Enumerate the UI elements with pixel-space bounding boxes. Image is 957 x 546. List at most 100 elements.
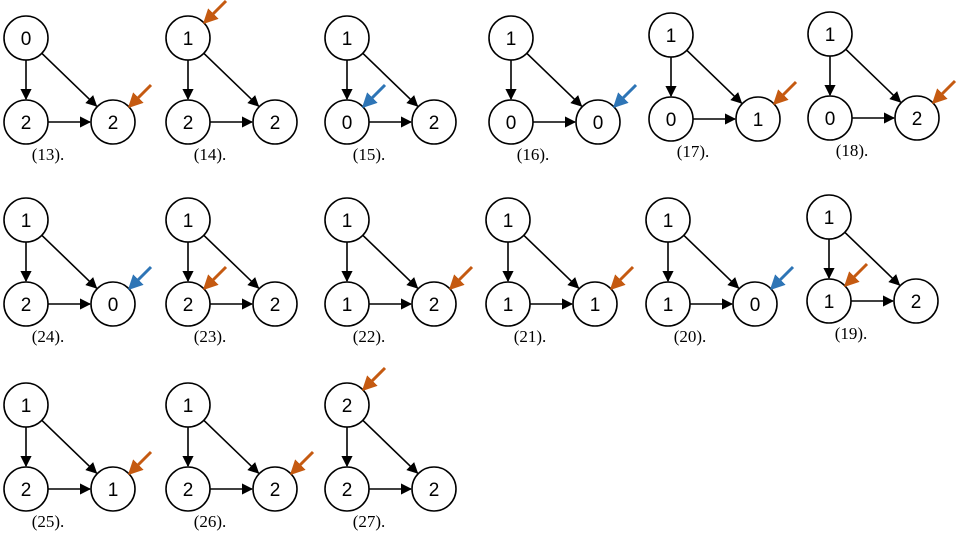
edge-top-to-right	[526, 52, 583, 107]
node-top	[3, 382, 49, 428]
node-right-label: 2	[270, 113, 281, 134]
edge-top-to-right	[41, 419, 98, 474]
node-left	[165, 99, 211, 145]
node-right	[411, 281, 457, 327]
node-top	[488, 15, 534, 61]
diagram-caption: (17).	[677, 142, 710, 161]
node-right-label: 0	[108, 295, 119, 316]
node-left	[485, 281, 531, 327]
node-left-label: 2	[21, 480, 32, 501]
diagram-caption: (23).	[194, 327, 227, 346]
node-left	[488, 99, 534, 145]
node-left-label: 1	[824, 292, 835, 313]
blue-marker-arrow-icon	[127, 265, 153, 291]
node-left	[324, 99, 370, 145]
node-right	[90, 466, 136, 512]
diagram-caption: (13).	[32, 145, 65, 164]
node-top-label: 1	[503, 211, 514, 232]
node-right-label: 1	[753, 110, 764, 131]
node-left	[165, 466, 211, 512]
node-right-label: 1	[108, 480, 119, 501]
node-top	[648, 12, 694, 58]
node-top	[806, 194, 852, 240]
node-top-label: 1	[183, 211, 194, 232]
edge-top-to-right	[683, 234, 740, 289]
node-left	[3, 99, 49, 145]
diagram-caption: (22).	[353, 327, 386, 346]
orange-marker-arrow-icon	[127, 450, 153, 476]
node-left-label: 1	[342, 295, 353, 316]
node-top	[324, 197, 370, 243]
node-right	[735, 96, 781, 142]
node-left-label: 2	[183, 295, 194, 316]
node-left-label: 2	[183, 480, 194, 501]
orange-marker-arrow-icon	[202, 265, 228, 291]
node-top	[324, 382, 370, 428]
node-left-label: 2	[21, 295, 32, 316]
node-top-label: 0	[21, 29, 32, 50]
node-left-label: 2	[21, 113, 32, 134]
edge-top-to-right	[845, 48, 902, 103]
diagram-caption: (19).	[835, 324, 868, 343]
edge-top-to-right	[844, 231, 901, 286]
node-right-label: 2	[911, 292, 922, 313]
node-left	[807, 95, 853, 141]
node-top-label: 1	[825, 25, 836, 46]
node-left-label: 2	[183, 113, 194, 134]
edge-top-to-right	[41, 234, 98, 289]
diagram-caption: (27).	[353, 512, 386, 531]
node-left-label: 0	[825, 109, 836, 130]
node-right	[90, 99, 136, 145]
node-left	[324, 281, 370, 327]
node-top	[485, 197, 531, 243]
node-right	[575, 99, 621, 145]
node-top-label: 1	[21, 396, 32, 417]
edge-top-to-right	[362, 234, 419, 289]
orange-marker-arrow-icon	[127, 83, 153, 109]
node-right	[252, 466, 298, 512]
node-top-label: 1	[183, 396, 194, 417]
node-right-label: 2	[108, 113, 119, 134]
node-right-label: 2	[429, 295, 440, 316]
node-top-label: 1	[342, 29, 353, 50]
edge-top-to-right	[362, 52, 419, 107]
node-top-label: 1	[183, 29, 194, 50]
edge-top-to-right	[686, 49, 743, 104]
node-right-label: 2	[912, 109, 923, 130]
node-left	[165, 281, 211, 327]
node-right	[572, 281, 618, 327]
diagram-caption: (16).	[517, 145, 550, 164]
node-top-label: 1	[21, 211, 32, 232]
node-top	[324, 15, 370, 61]
node-left-label: 1	[503, 295, 514, 316]
node-right	[411, 99, 457, 145]
edge-top-to-right	[41, 52, 98, 107]
node-right	[90, 281, 136, 327]
node-left-label: 1	[663, 295, 674, 316]
orange-marker-arrow-icon	[448, 265, 474, 291]
node-left-label: 0	[506, 113, 517, 134]
graph-diagram: 1 0 2 (18).	[807, 11, 957, 160]
node-top	[165, 382, 211, 428]
node-top	[3, 15, 49, 61]
blue-marker-arrow-icon	[361, 83, 387, 109]
node-top	[3, 197, 49, 243]
orange-marker-arrow-icon	[609, 265, 635, 291]
node-left-label: 0	[666, 110, 677, 131]
node-right-label: 1	[590, 295, 601, 316]
node-right	[252, 281, 298, 327]
node-right-label: 2	[429, 113, 440, 134]
node-right-label: 0	[750, 295, 761, 316]
node-right	[732, 281, 778, 327]
orange-marker-arrow-icon	[289, 450, 315, 476]
node-right	[252, 99, 298, 145]
diagram-caption: (18).	[836, 141, 869, 160]
orange-marker-arrow-icon	[843, 262, 869, 288]
